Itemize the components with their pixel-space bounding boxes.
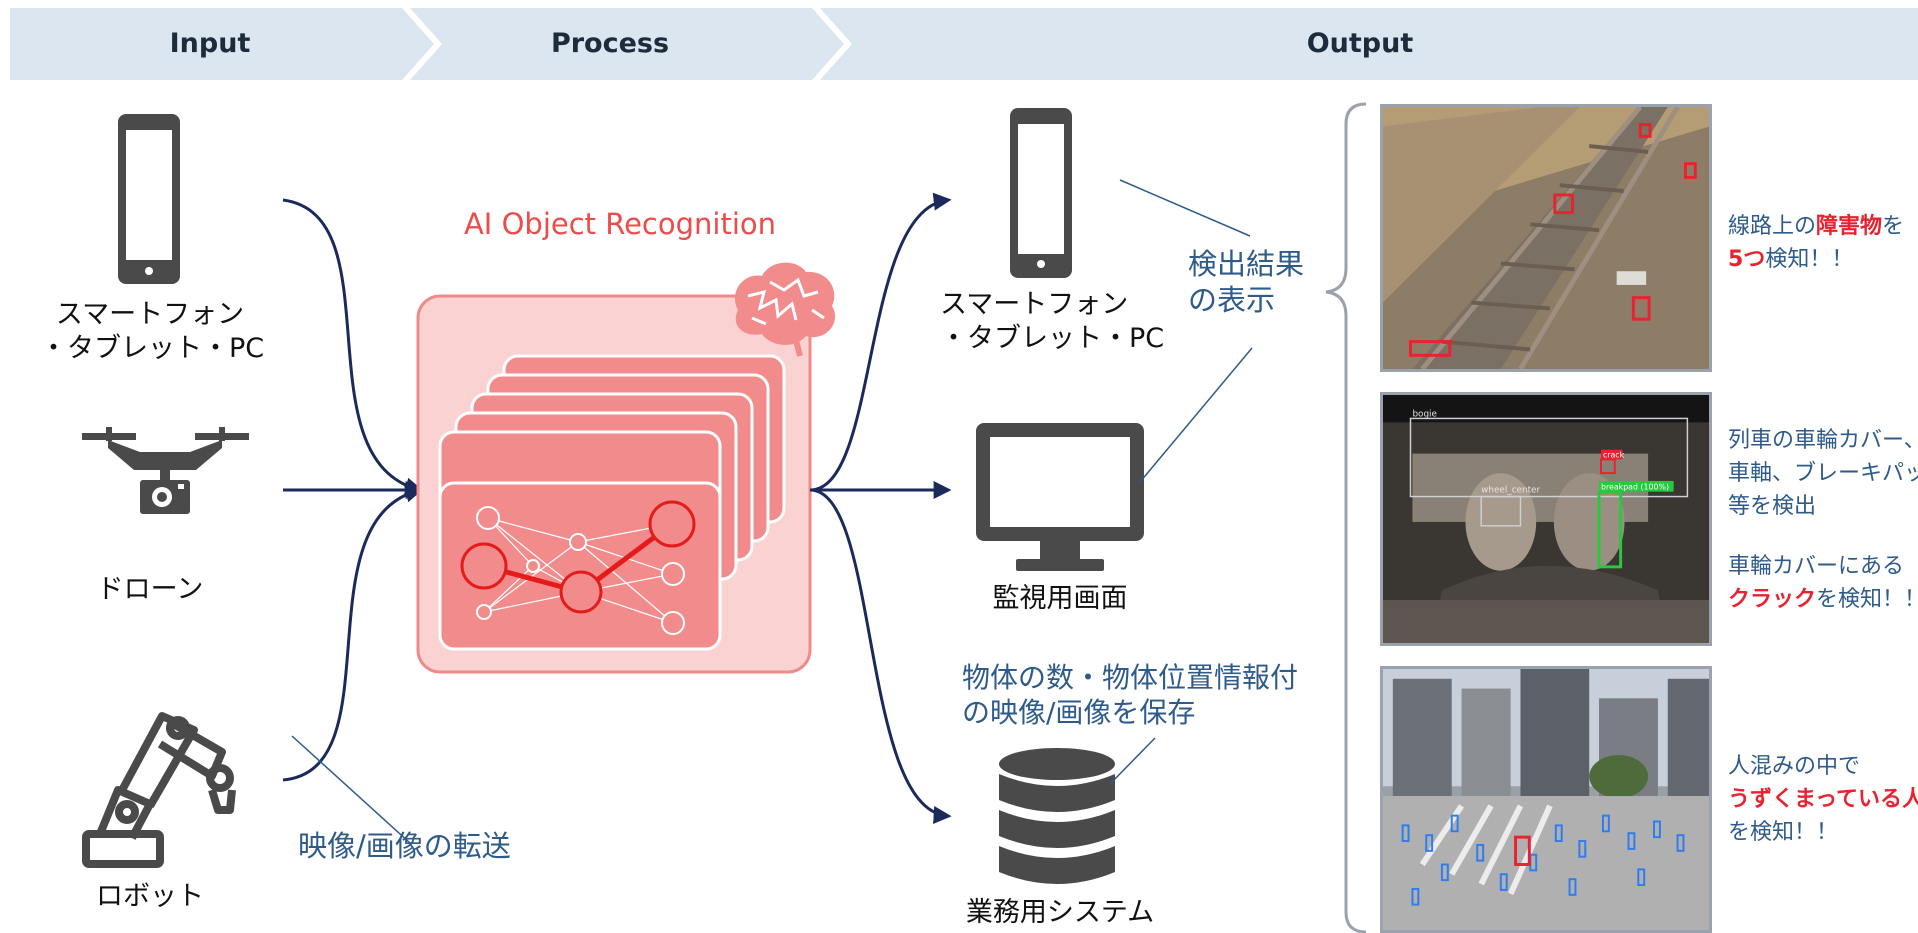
- caption-text: を: [1882, 214, 1905, 239]
- neural-nodes-active: [460, 500, 696, 614]
- brain-icon: [734, 262, 836, 357]
- input-chevron: [10, 8, 434, 80]
- caption-text: 車軸、ブレーキパッド: [1728, 461, 1918, 486]
- output-tablet-label: スマートフォン ・タブレット・PC: [940, 289, 1165, 354]
- input-robot-label: ロボット: [96, 881, 204, 912]
- neural-nodes: [476, 506, 685, 635]
- output-chevron: [820, 8, 1918, 80]
- example-1-caption: 線路上の障害物を 5つ検知！！: [1728, 210, 1904, 276]
- caption-text: 等を検出: [1728, 494, 1817, 519]
- caption-text: 検知！！: [1765, 247, 1854, 272]
- process-chevron: [410, 8, 844, 80]
- caption-highlight: うずくまっている人: [1728, 787, 1918, 812]
- obstacle-boxes: [1409, 123, 1697, 357]
- input-tablet-icon: [118, 114, 180, 284]
- caption-text: 列車の車輪カバー、: [1728, 428, 1918, 453]
- bogie-label: bogie: [1412, 410, 1436, 420]
- display-results-label: 検出結果 の表示: [1188, 247, 1305, 318]
- monitor-icon: [976, 423, 1144, 571]
- caption-text: を検知！！: [1728, 820, 1839, 845]
- save-results-label: 物体の数・物体位置情報付 の映像/画像を保存: [962, 661, 1299, 729]
- robot-arm-icon: [82, 712, 236, 868]
- input-header: Input: [169, 28, 251, 59]
- output-monitor-label: 監視用画面: [992, 583, 1128, 614]
- caption-text: 人混みの中で: [1728, 754, 1861, 779]
- header-band: [10, 8, 1918, 80]
- output-header: Output: [1306, 28, 1414, 59]
- caption-text: 線路上の: [1728, 214, 1817, 239]
- caption-text: 車輪カバーにある: [1728, 554, 1905, 579]
- transfer-leader-line: [291, 735, 411, 844]
- process-header: Process: [550, 28, 670, 59]
- curly-brace: [1325, 102, 1367, 933]
- database-icon: [999, 748, 1115, 884]
- ai-panel: [416, 294, 812, 674]
- crowd-crossing-photo: [1380, 666, 1712, 933]
- crack-label: crack: [1603, 451, 1625, 460]
- caption-highlight: 5つ: [1728, 247, 1766, 272]
- input-arrows: [282, 198, 424, 782]
- input-tablet-label: スマートフォン ・タブレット・PC: [40, 299, 265, 364]
- example-3-caption: 人混みの中で うずくまっている人 を検知！！: [1728, 750, 1918, 849]
- output-arrows: [809, 192, 952, 824]
- person-markers: [1401, 814, 1685, 906]
- output-database-label: 業務用システム: [965, 897, 1155, 928]
- output-leader-lines: [1109, 179, 1253, 785]
- transfer-label: 映像/画像の転送: [298, 829, 511, 863]
- caption-highlight: 障害物: [1816, 214, 1883, 239]
- breakpad-label: breakpad (100%): [1601, 483, 1669, 492]
- railway-track-photo: [1380, 104, 1712, 372]
- example-2-caption: 列車の車輪カバー、 車軸、ブレーキパッド 等を検出: [1728, 424, 1918, 523]
- caption-text: を検知！！: [1816, 587, 1918, 612]
- output-tablet-icon: [1010, 108, 1072, 278]
- drone-icon: [82, 427, 249, 514]
- example-2-caption-2: 車輪カバーにある クラックを検知！！: [1728, 550, 1918, 616]
- caption-highlight: クラック: [1728, 587, 1817, 612]
- ai-title: AI Object Recognition: [463, 207, 777, 241]
- train-wheel-photo: bogie wheel_center crack breakpad (100%): [1380, 392, 1712, 646]
- input-drone-label: ドローン: [96, 574, 204, 605]
- wheel-center-label: wheel_center: [1481, 486, 1540, 496]
